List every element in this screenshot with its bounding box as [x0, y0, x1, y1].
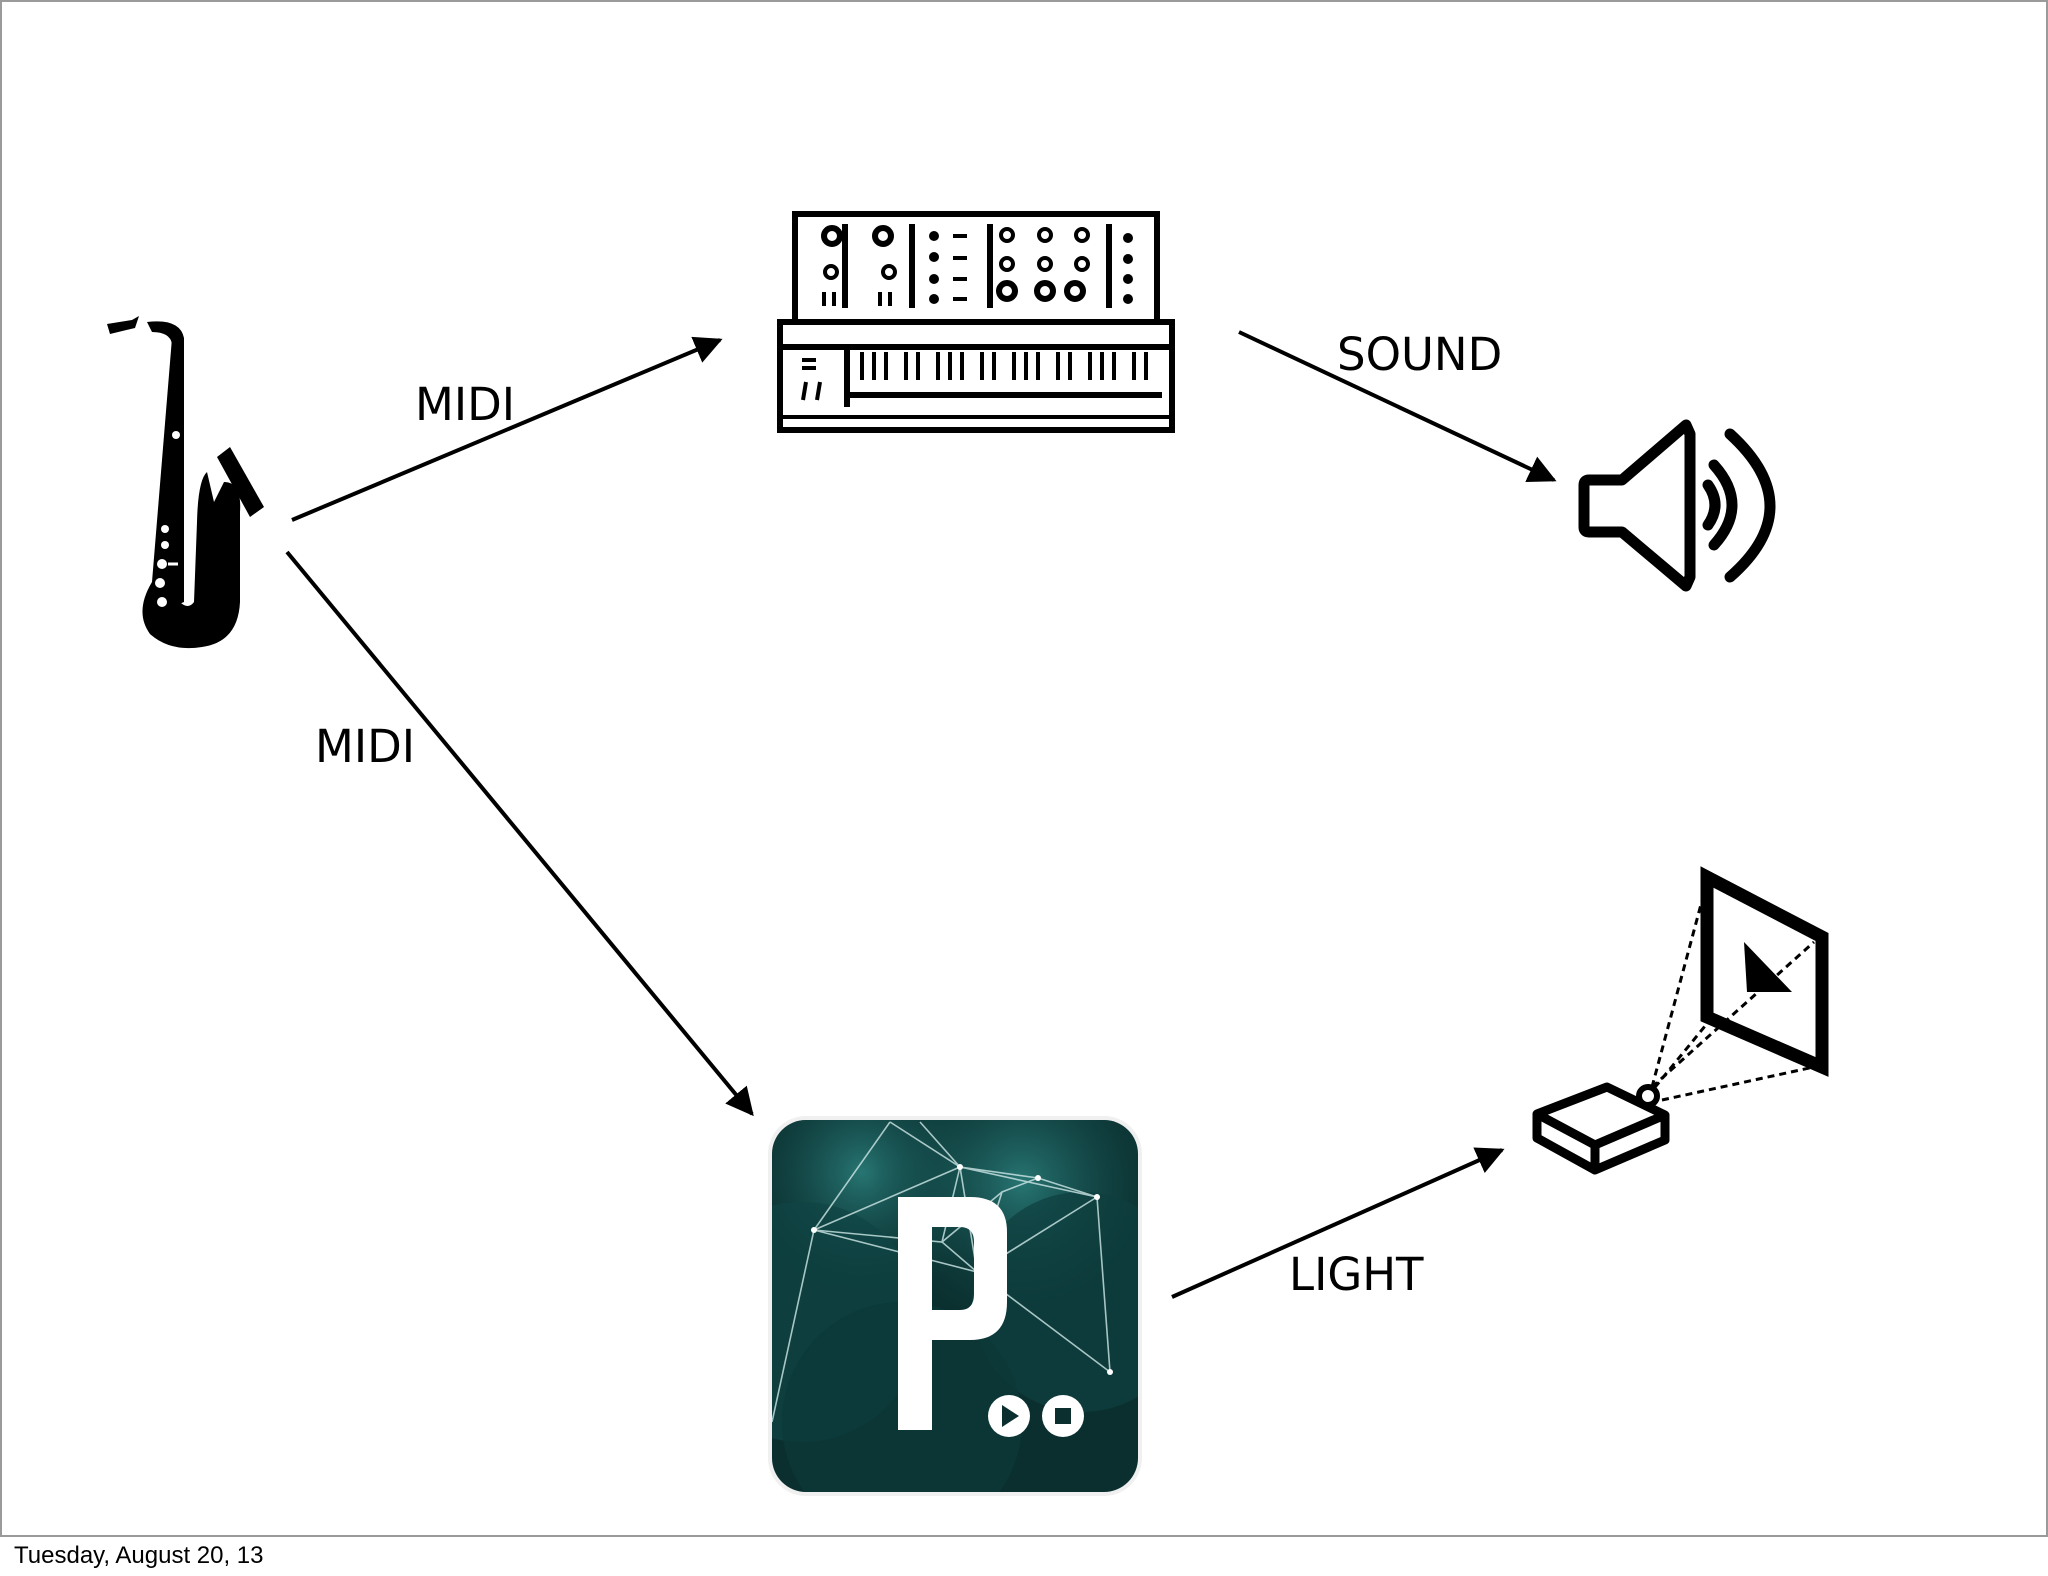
edge-app-to-projector — [1171, 1147, 1505, 1299]
edge-label-light: LIGHT — [1289, 1248, 1424, 1301]
edge-sax-to-app — [285, 550, 754, 1117]
app-logo-icon — [768, 1116, 1142, 1496]
edge-label-midi-bottom: MIDI — [315, 720, 415, 773]
saxophone-icon — [107, 316, 264, 649]
slide-frame: MIDI MIDI SOUND LIGHT — [0, 0, 2048, 1537]
edge-label-midi-top: MIDI — [415, 378, 515, 431]
speaker-icon — [1578, 419, 1776, 592]
synthesizer-icon — [777, 211, 1175, 433]
edge-synth-to-speaker — [1238, 330, 1557, 482]
edge-label-sound: SOUND — [1337, 328, 1502, 381]
footer-date: Tuesday, August 20, 13 — [14, 1542, 264, 1569]
edge-sax-to-synth — [291, 336, 723, 522]
projector-icon — [1532, 866, 1829, 1175]
flow-diagram: MIDI MIDI SOUND LIGHT — [107, 211, 1829, 1496]
edges — [285, 330, 1557, 1299]
